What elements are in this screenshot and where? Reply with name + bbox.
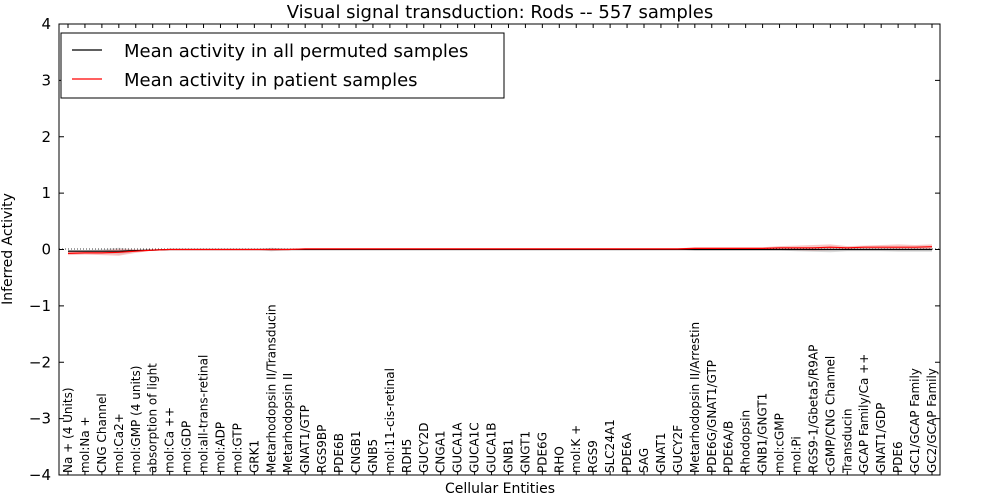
x-tick-label: SLC24A1 — [603, 419, 617, 473]
x-tick-label: mol:11-cis-retinal — [383, 368, 397, 473]
x-tick-label: mol:Ca ++ — [163, 407, 177, 473]
x-tick-label: cGMP/CNG Channel — [823, 356, 837, 473]
series-band-1 — [68, 244, 932, 256]
legend-label-patient: Mean activity in patient samples — [124, 70, 418, 91]
x-tick-label: CNGB1 — [349, 430, 363, 473]
x-tick-label: PDE6A/B — [722, 421, 736, 473]
x-tick-label: mol:Na + — [78, 416, 92, 473]
y-tick-label: 1 — [41, 184, 51, 202]
legend-box — [60, 32, 505, 99]
x-tick-label: SAG — [637, 448, 651, 473]
x-tick-label: GNGT1 — [518, 431, 532, 473]
legend-label-permuted: Mean activity in all permuted samples — [124, 41, 468, 62]
series-lines — [67, 246, 933, 254]
y-tick-label: −2 — [29, 353, 51, 371]
x-tick-label: GNAT1 — [654, 432, 668, 473]
x-tick-label: GNAT1/GTP — [298, 405, 312, 473]
x-tick-label: mol:ADP — [214, 422, 228, 473]
y-tick-label: 4 — [41, 15, 51, 33]
y-tick-label: 0 — [41, 241, 51, 259]
x-tick-label: GC2/GCAP Family — [925, 368, 939, 473]
x-tick-label: GUCA1B — [485, 422, 499, 473]
x-tick-label: Metarhodopsin II/Arrestin — [688, 322, 702, 473]
x-tick-label: Metarhodopsin II — [281, 373, 295, 473]
x-tick-label: GUCA1C — [468, 422, 482, 473]
x-tick-label: Na + (4 Units) — [61, 387, 75, 473]
y-tick-label: −1 — [29, 297, 51, 315]
x-tick-label: GUCY2D — [417, 423, 431, 473]
x-tick-label: CNG Channel — [95, 393, 109, 473]
x-tick-label: RHO — [552, 446, 566, 473]
x-tick-label: GNB5 — [366, 439, 380, 473]
x-tick-label: GNB1/GNGT1 — [756, 393, 770, 473]
x-tick-label: GNB1 — [502, 439, 516, 473]
x-tick-label: RGS9-1/Gbeta5/R9AP — [806, 345, 820, 473]
x-tick-label: mol:K + — [569, 425, 583, 473]
chart-title: Visual signal transduction: Rods -- 557 … — [287, 2, 714, 23]
x-tick-label: mol:all-trans-retinal — [197, 355, 211, 473]
x-tick-label: Transducin — [840, 409, 854, 474]
y-axis: −4 −3 −2 −1 0 1 2 3 4 — [29, 15, 940, 484]
y-axis-label: Inferred Activity — [0, 193, 16, 305]
x-tick-label: CNGA1 — [434, 431, 448, 474]
x-tick-label: mol:cGMP — [773, 413, 787, 473]
x-tick-label: GNAT1/GDP — [874, 403, 888, 473]
y-tick-label: −3 — [29, 410, 51, 428]
x-tick-label: RGS9BP — [315, 425, 329, 473]
x-tick-label: PDE6B — [332, 433, 346, 473]
x-tick-label: GCAP Family/Ca ++ — [857, 354, 871, 473]
x-tick-label: mol:Pi — [790, 436, 804, 473]
x-tick-label: PDE6G — [535, 432, 549, 473]
x-tick-label: mol:Ca2+ — [112, 413, 126, 473]
legend: Mean activity in all permuted samples Me… — [60, 32, 505, 99]
x-tick-label: absorption of light — [146, 363, 160, 473]
x-tick-label: mol:GDP — [180, 421, 194, 473]
x-tick-label: mol:GMP (4 units) — [129, 366, 143, 473]
x-tick-label: PDE6G/GNAT1/GTP — [705, 360, 719, 473]
x-tick-label: Metarhodopsin II/Transducin — [264, 304, 278, 473]
y-tick-label: 3 — [41, 71, 51, 89]
series-line-1 — [67, 246, 933, 254]
x-axis-label: Cellular Entities — [445, 481, 555, 497]
y-tick-label: −4 — [29, 466, 51, 484]
x-tick-label: RGS9 — [586, 440, 600, 473]
x-tick-label: PDE6A — [620, 432, 634, 473]
x-tick-label: GUCY2F — [671, 425, 685, 473]
x-tick-label: GRK1 — [247, 440, 261, 473]
x-tick-label: mol:GTP — [230, 423, 244, 473]
x-tick-label: GUCA1A — [451, 422, 465, 473]
x-tick-label: PDE6 — [891, 441, 905, 473]
x-tick-label: RDH5 — [400, 439, 414, 473]
x-tick-label: Rhodopsin — [739, 410, 753, 473]
x-tick-label: GC1/GCAP Family — [908, 368, 922, 473]
y-tick-label: 2 — [41, 128, 51, 146]
